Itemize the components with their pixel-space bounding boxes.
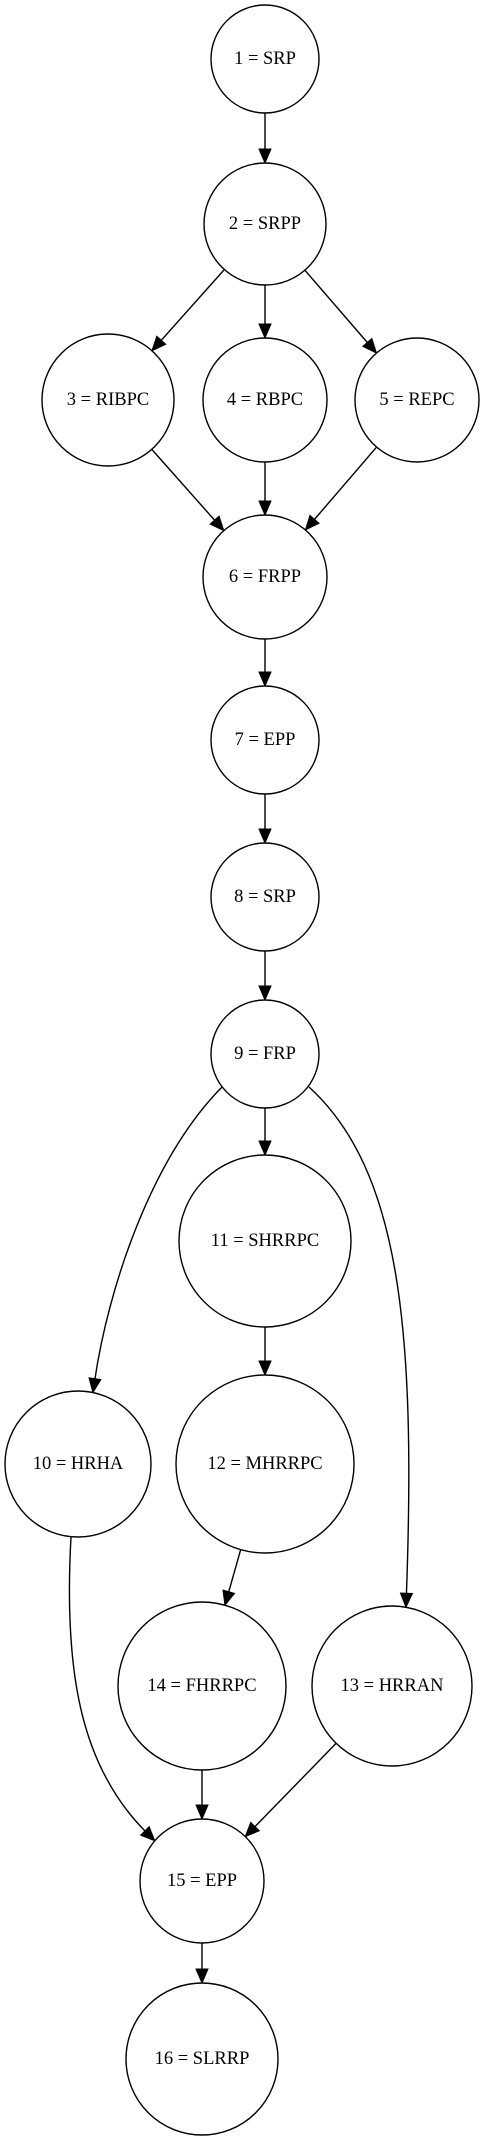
node-11: 11 = SHRRPC bbox=[178, 1154, 352, 1328]
node-circle-1 bbox=[210, 4, 320, 114]
node-9: 9 = FRP bbox=[210, 999, 320, 1109]
node-15: 15 = EPP bbox=[139, 1818, 265, 1944]
node-circle-13 bbox=[311, 1605, 473, 1767]
edge-line-3-6 bbox=[151, 448, 217, 523]
node-label-7: 7 = EPP bbox=[235, 730, 296, 750]
arrowhead-15 bbox=[195, 1804, 209, 1821]
edge-2-4 bbox=[258, 285, 272, 340]
edge-2-5 bbox=[304, 269, 378, 355]
node-label-9: 9 = FRP bbox=[234, 1044, 296, 1064]
node-14: 14 = FHRRPC bbox=[117, 1601, 287, 1771]
node-label-12: 12 = MHRRPC bbox=[207, 1454, 322, 1474]
edge-9-11 bbox=[258, 1108, 272, 1157]
arrowhead-2 bbox=[258, 148, 272, 165]
node-circle-9 bbox=[210, 999, 320, 1109]
edges-layer bbox=[68, 113, 414, 1985]
node-16: 16 = SLRRP bbox=[125, 1982, 279, 2136]
node-13: 13 = HRRAN bbox=[311, 1605, 473, 1767]
node-label-5: 5 = REPC bbox=[379, 390, 454, 410]
node-circle-8 bbox=[210, 842, 320, 952]
node-label-10: 10 = HRHA bbox=[33, 1454, 124, 1474]
edge-8-9 bbox=[258, 951, 272, 1002]
node-3: 3 = RIBPC bbox=[41, 333, 175, 467]
node-label-14: 14 = FHRRPC bbox=[147, 1676, 256, 1696]
nodes-layer: 1 = SRP 2 = SRPP 3 = RIBPC 4 = RBPC 5 = REPC… bbox=[4, 4, 480, 2136]
edge-13-15 bbox=[244, 1742, 337, 1838]
node-label-16: 16 = SLRRP bbox=[155, 2049, 250, 2069]
arrowhead-4 bbox=[258, 323, 272, 340]
node-8: 8 = SRP bbox=[210, 842, 320, 952]
node-circle-10 bbox=[4, 1390, 152, 1538]
edge-10-15 bbox=[68, 1536, 156, 1842]
edge-15-16 bbox=[195, 1943, 209, 1985]
edge-9-10 bbox=[88, 1086, 223, 1394]
edge-5-6 bbox=[304, 446, 378, 531]
edge-line-13-15 bbox=[253, 1742, 337, 1829]
node-circle-4 bbox=[202, 337, 328, 463]
node-6: 6 = FRPP bbox=[202, 514, 328, 640]
arrowhead-10 bbox=[88, 1377, 102, 1394]
edge-7-8 bbox=[258, 794, 272, 845]
arrowhead-12 bbox=[258, 1360, 272, 1377]
edge-line-9-10 bbox=[93, 1086, 223, 1381]
node-circle-7 bbox=[210, 685, 320, 795]
node-circle-12 bbox=[175, 1374, 355, 1554]
node-1: 1 = SRP bbox=[210, 4, 320, 114]
node-label-2: 2 = SRPP bbox=[229, 214, 301, 234]
edge-line-2-3 bbox=[159, 269, 225, 343]
arrowhead-5 bbox=[361, 337, 378, 355]
node-5: 5 = REPC bbox=[354, 337, 480, 463]
edge-line-2-5 bbox=[304, 269, 370, 345]
node-10: 10 = HRHA bbox=[4, 1390, 152, 1538]
node-label-11: 11 = SHRRPC bbox=[211, 1231, 319, 1251]
arrowhead-14 bbox=[222, 1589, 236, 1607]
edge-line-9-13 bbox=[308, 1086, 410, 1596]
node-circle-6 bbox=[202, 514, 328, 640]
node-label-8: 8 = SRP bbox=[234, 887, 296, 907]
edge-12-14 bbox=[222, 1549, 242, 1607]
edge-9-13 bbox=[308, 1086, 414, 1609]
edge-line-5-6 bbox=[312, 446, 378, 522]
node-label-3: 3 = RIBPC bbox=[67, 390, 149, 410]
arrowhead-6 bbox=[258, 500, 272, 517]
node-4: 4 = RBPC bbox=[202, 337, 328, 463]
node-circle-5 bbox=[354, 337, 480, 463]
arrowhead-8 bbox=[258, 828, 272, 845]
edge-11-12 bbox=[258, 1327, 272, 1377]
arrowhead-7 bbox=[258, 671, 272, 688]
node-label-13: 13 = HRRAN bbox=[341, 1676, 444, 1696]
node-circle-16 bbox=[125, 1982, 279, 2136]
node-2: 2 = SRPP bbox=[203, 162, 327, 286]
edge-6-7 bbox=[258, 639, 272, 688]
arrowhead-15 bbox=[244, 1821, 261, 1838]
arrowhead-15 bbox=[139, 1825, 156, 1842]
arrowhead-6 bbox=[304, 514, 320, 531]
edge-1-2 bbox=[258, 113, 272, 165]
edge-line-12-14 bbox=[227, 1549, 242, 1594]
node-circle-15 bbox=[139, 1818, 265, 1944]
edge-2-3 bbox=[151, 269, 225, 352]
arrowhead-3 bbox=[151, 335, 167, 352]
edge-4-6 bbox=[258, 462, 272, 517]
arrowhead-13 bbox=[399, 1592, 414, 1609]
edge-3-6 bbox=[151, 448, 225, 532]
arrowhead-16 bbox=[195, 1968, 209, 1985]
node-circle-2 bbox=[203, 162, 327, 286]
node-label-1: 1 = SRP bbox=[234, 49, 296, 69]
arrowhead-11 bbox=[258, 1140, 272, 1157]
node-7: 7 = EPP bbox=[210, 685, 320, 795]
node-circle-3 bbox=[41, 333, 175, 467]
arrowhead-9 bbox=[258, 985, 272, 1002]
arrowhead-6 bbox=[209, 515, 225, 532]
node-circle-14 bbox=[117, 1601, 287, 1771]
node-12: 12 = MHRRPC bbox=[175, 1374, 355, 1554]
edge-14-15 bbox=[195, 1770, 209, 1821]
node-label-6: 6 = FRPP bbox=[229, 567, 301, 587]
node-label-4: 4 = RBPC bbox=[227, 390, 303, 410]
edge-line-10-15 bbox=[68, 1536, 147, 1833]
node-label-15: 15 = EPP bbox=[167, 1871, 237, 1891]
node-circle-11 bbox=[178, 1154, 352, 1328]
